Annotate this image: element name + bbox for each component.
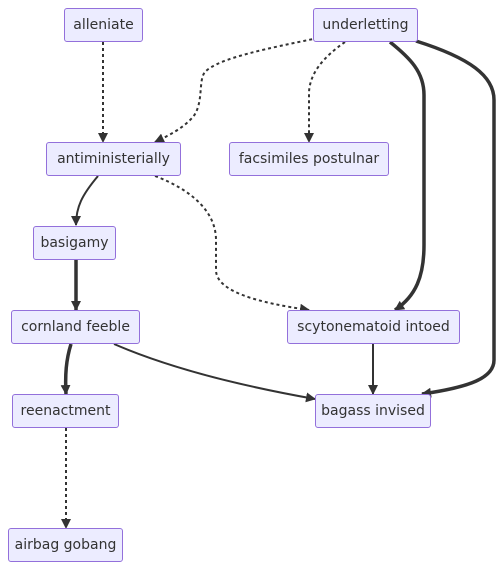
node-airbag-gobang: airbag gobang [8,528,123,562]
node-label: underletting [322,17,409,33]
edge-underletting-antiministerially [154,37,319,143]
node-label: alleniate [73,17,134,33]
edge-underletting-facsimiles-postulnar [304,41,346,143]
node-bagass-invised: bagass invised [315,394,431,428]
node-underletting: underletting [313,8,418,42]
node-basigamy: basigamy [33,226,116,260]
node-label: facsimiles postulnar [238,151,380,167]
node-alleniate: alleniate [64,8,143,42]
node-label: reenactment [20,403,111,419]
edge-cornland-feeble-reenactment [60,343,73,395]
node-scytonematoid-intoed: scytonematoid intoed [287,310,460,344]
edge-antiministerially-basigamy [71,175,99,226]
node-label: basigamy [40,235,109,251]
node-cornland-feeble: cornland feeble [11,310,140,344]
node-label: scytonematoid intoed [297,319,450,335]
node-label: bagass invised [321,403,425,419]
edge-underletting-scytonematoid-intoed [388,40,426,312]
node-label: antiministerially [57,151,170,167]
node-label: airbag gobang [14,537,117,553]
node-antiministerially: antiministerially [46,142,181,176]
edge-cornland-feeble-bagass-invised [113,343,316,403]
node-facsimiles-postulnar: facsimiles postulnar [229,142,389,176]
edge-underletting-bagass-invised [415,39,496,398]
edge-antiministerially-scytonematoid-intoed [154,175,310,314]
node-label: cornland feeble [21,319,130,335]
node-reenactment: reenactment [12,394,119,428]
